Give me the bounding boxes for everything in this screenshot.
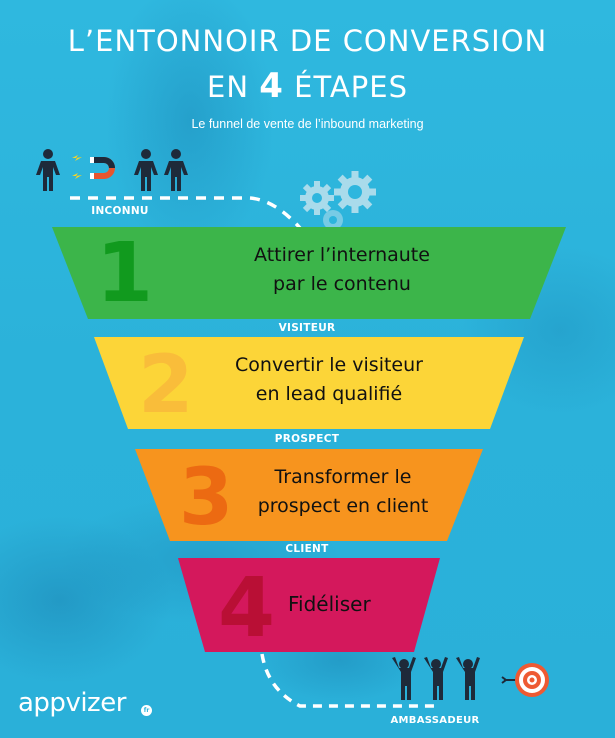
page-subtitle: Le funnel de vente de l’inbound marketin… xyxy=(191,117,424,131)
step-number: 1 xyxy=(96,226,154,321)
title-number: 4 xyxy=(259,66,284,106)
stage-label-ambassadeur: AMBASSADEUR xyxy=(390,715,480,726)
stage-label-visiteur: VISITEUR xyxy=(278,322,336,334)
lightning-icon xyxy=(72,155,82,179)
target-icon xyxy=(501,663,549,697)
stage-label-inconnu: INCONNU xyxy=(91,205,149,217)
person-icon xyxy=(164,149,188,191)
person-icon xyxy=(134,149,158,191)
person-icon xyxy=(36,149,60,191)
start-people-magnet-group xyxy=(36,149,188,191)
cheering-person-icon xyxy=(456,657,480,700)
step-number: 3 xyxy=(179,453,234,543)
cheering-person-icon xyxy=(424,657,448,700)
funnel-step-4: 4 Fidéliser xyxy=(178,558,440,652)
step-title: Attirer l’internaute par le contenu xyxy=(254,244,430,295)
funnel-band-shape xyxy=(52,227,566,319)
funnel-step-1: 1 Attirer l’internaute par le contenu xyxy=(52,227,566,319)
magnet-icon xyxy=(90,157,115,179)
gears-icon xyxy=(300,171,376,230)
stage-label-client: CLIENT xyxy=(285,543,329,555)
step-number: 2 xyxy=(138,338,194,431)
cheering-person-icon xyxy=(392,657,416,700)
page-title-line1: L’ENTONNOIR DE CONVERSION xyxy=(67,24,548,58)
appvizer-logo: appvizer xyxy=(18,688,126,718)
end-ambassador-group xyxy=(392,657,549,700)
page-title-line2: EN 4 ÉTAPES xyxy=(207,66,408,106)
funnel-band-shape xyxy=(94,337,524,429)
logo-fr-badge: fr xyxy=(141,705,152,716)
step-number: 4 xyxy=(218,561,276,656)
funnel-band-shape xyxy=(135,449,483,541)
step-title: Fidéliser xyxy=(288,592,371,616)
stage-label-prospect: PROSPECT xyxy=(274,433,340,445)
funnel-step-3: 3 Transformer le prospect en client xyxy=(135,449,483,541)
dashed-path-end xyxy=(260,653,440,708)
step-title: Convertir le visiteur en lead qualifié xyxy=(235,354,423,405)
dashed-path-start xyxy=(70,196,302,230)
funnel-step-2: 2 Convertir le visiteur en lead qualifié xyxy=(94,337,524,429)
funnel-band-shape xyxy=(178,558,440,652)
step-title: Transformer le prospect en client xyxy=(257,466,429,517)
